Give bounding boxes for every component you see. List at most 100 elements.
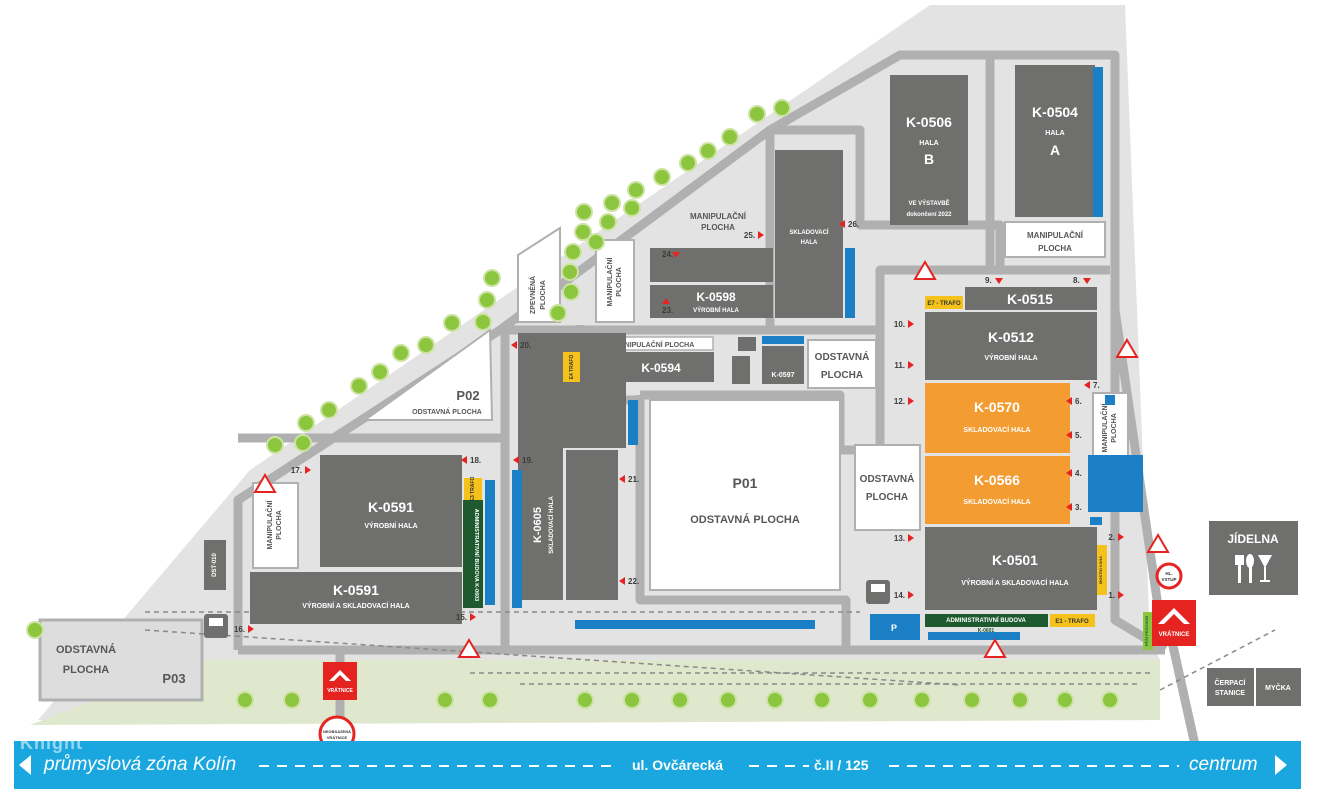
hl-vstup-icon[interactable] — [1155, 562, 1183, 590]
building-k0597[interactable] — [762, 346, 804, 384]
building-k0591b[interactable] — [250, 572, 462, 624]
k0566-type: SKLADOVACÍ HALA — [963, 497, 1030, 506]
k0605-type: SKLADOVACÍ HALA — [547, 496, 555, 554]
dock-number: 26. — [848, 220, 859, 229]
k0598-type: VÝROBNÍ HALA — [693, 306, 739, 314]
area-manip-vert1[interactable] — [595, 239, 635, 323]
tree-icon — [1101, 691, 1119, 709]
tree-icon — [481, 691, 499, 709]
p03-name1: ODSTAVNÁ — [56, 643, 116, 656]
k0570-code: K-0570 — [974, 399, 1020, 415]
building-k0501[interactable] — [925, 527, 1097, 610]
k0603-label: ADMINISTRATIVNÍ BUDOVA K-0603 — [473, 509, 481, 602]
zelen-1: ZPEVNĚNÁ — [528, 276, 537, 314]
parking-strips — [485, 67, 1143, 640]
tree-icon — [1056, 691, 1074, 709]
mycka-box[interactable] — [1256, 668, 1301, 706]
trafo-e4[interactable] — [563, 352, 580, 382]
building-k0601[interactable] — [925, 614, 1048, 627]
area-manip-vert2[interactable] — [252, 482, 299, 569]
tree-icon — [623, 691, 641, 709]
k0597-code: K-0597 — [772, 372, 795, 379]
building-k0504[interactable] — [1015, 65, 1095, 217]
tree-icon — [719, 691, 737, 709]
west-gate[interactable] — [323, 662, 357, 700]
tree-icon — [603, 194, 621, 212]
odst-mid-2: PLOCHA — [866, 492, 908, 503]
area-p01[interactable] — [649, 399, 841, 591]
dock-marker-icon — [1118, 591, 1124, 599]
dock-marker-icon — [908, 320, 914, 328]
building-k0605-b[interactable] — [566, 450, 618, 600]
dock-marker-icon — [1083, 278, 1091, 284]
building-small-b[interactable] — [732, 356, 750, 384]
k0515-code: K-0515 — [1007, 291, 1053, 307]
cerpaci-box[interactable] — [1207, 668, 1254, 706]
warning-icon — [983, 638, 1007, 658]
building-k0598-top[interactable] — [650, 248, 773, 282]
k0570-type: SKLADOVACÍ HALA — [963, 425, 1030, 434]
dock-marker-icon — [1066, 469, 1072, 477]
area-odstavna-mid[interactable] — [854, 444, 921, 531]
odst-mid-1: ODSTAVNÁ — [860, 472, 915, 485]
building-k0566[interactable] — [925, 456, 1070, 524]
dock-marker-icon — [461, 456, 467, 464]
tree-icon — [813, 691, 831, 709]
dock-number: 10. — [894, 320, 905, 329]
building-small-a[interactable] — [738, 337, 756, 351]
dock-marker-icon — [619, 577, 625, 585]
dock-number: 1. — [1108, 591, 1115, 600]
dst010-code: DST-010 — [212, 553, 218, 577]
trafo-e3[interactable] — [464, 478, 482, 500]
odst-right-2: PLOCHA — [821, 370, 863, 381]
building-k0570[interactable] — [925, 383, 1070, 453]
dock-marker-icon — [1084, 381, 1090, 389]
building-k0591a[interactable] — [320, 455, 462, 567]
hl-vstup2: VSTUP — [1161, 577, 1176, 582]
building-dst010[interactable] — [204, 540, 226, 590]
area-zpevnena[interactable] — [517, 226, 561, 323]
area-p01-name: ODSTAVNÁ PLOCHA — [690, 513, 800, 526]
k0512-code: K-0512 — [988, 329, 1034, 345]
building-k0598[interactable] — [650, 285, 773, 318]
building-k0605-low[interactable] — [518, 448, 563, 600]
dock-number: 18. — [470, 456, 481, 465]
trafo-e1[interactable] — [1050, 614, 1095, 627]
building-k0506[interactable] — [890, 75, 968, 225]
warning-signs — [253, 260, 1170, 658]
building-k0515[interactable] — [965, 287, 1097, 310]
area-p02[interactable] — [361, 328, 494, 421]
k0501-code: K-0501 — [992, 552, 1038, 568]
manip-vert3-1: MANIPULAČNÍ — [1100, 402, 1109, 452]
tree-icon — [679, 154, 697, 172]
tree-icon — [721, 128, 739, 146]
banner-street: ul. Ovčárecká — [632, 757, 724, 773]
k0501-type: VÝROBNÍ A SKLADOVACÍ HALA — [961, 578, 1068, 587]
tree-icon — [443, 314, 461, 332]
tree-icon — [297, 414, 315, 432]
main-gate[interactable] — [1152, 600, 1196, 646]
dock-number: 2. — [1108, 533, 1115, 542]
tree-icon — [392, 344, 410, 362]
warning-icon — [1146, 533, 1170, 553]
tree-icon — [861, 691, 879, 709]
building-sklad-hala[interactable] — [775, 150, 843, 318]
tree-icon — [913, 691, 931, 709]
arrow-left-icon[interactable] — [19, 755, 31, 775]
vaha[interactable] — [1097, 545, 1107, 595]
pedestrian-pass[interactable] — [1143, 612, 1153, 650]
building-k0603[interactable] — [463, 500, 483, 608]
area-manip-k0504[interactable] — [1004, 221, 1106, 258]
trafo-e7[interactable] — [925, 296, 963, 309]
building-k0605[interactable] — [518, 333, 626, 448]
arrow-right-icon[interactable] — [1275, 755, 1287, 775]
dock-numbers: 1.2.3.4.5.6.7.8.9.10.11.12.13.14.15.16.1… — [234, 220, 1124, 634]
area-odstavna-right[interactable] — [807, 339, 877, 389]
tree-icon — [561, 263, 579, 281]
dock-number: 23. — [662, 306, 673, 315]
dock-number: 13. — [894, 534, 905, 543]
trafo-e7-text: E7 - TRAFO — [927, 301, 961, 307]
building-k0512[interactable] — [925, 312, 1097, 380]
k0591a-type: VÝROBNÍ HALA — [364, 521, 417, 530]
